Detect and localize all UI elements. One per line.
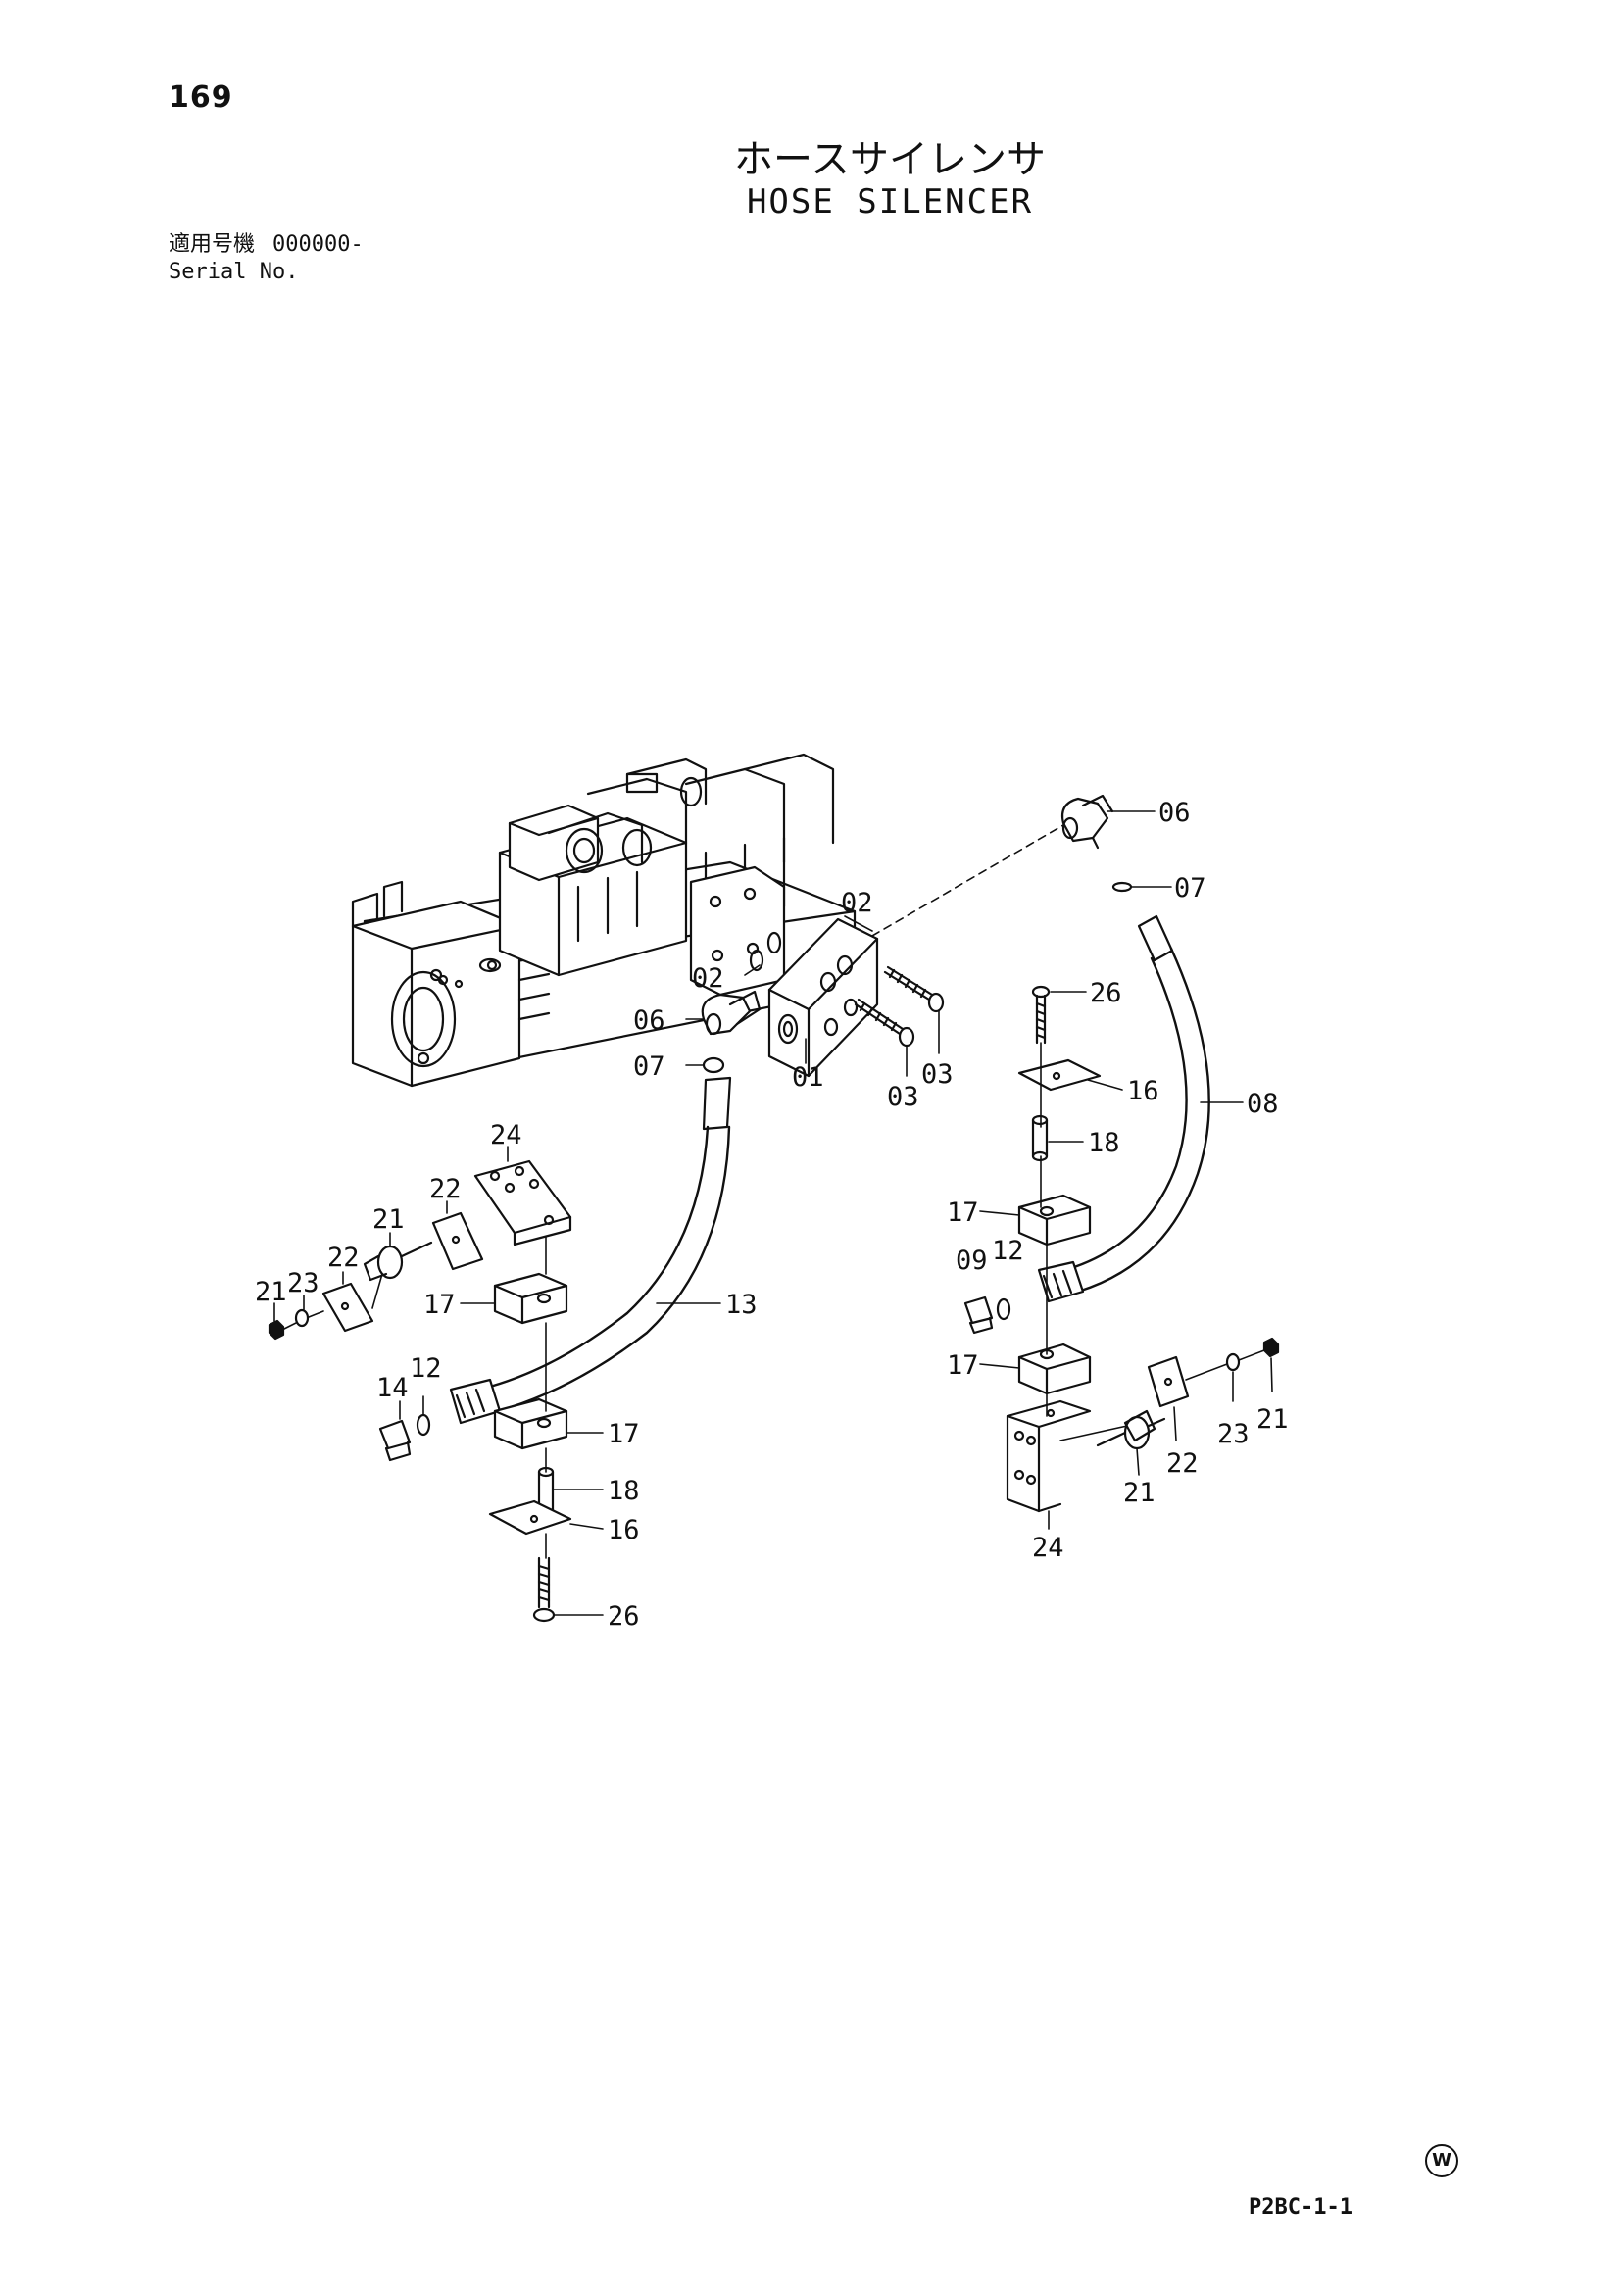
- callout-16-left: 16: [608, 1515, 640, 1545]
- plug-09: [963, 1295, 994, 1335]
- serial-label-en: Serial No.: [169, 260, 299, 284]
- callout-17-left-b: 17: [608, 1419, 640, 1449]
- o-ring-07-left: [702, 1056, 725, 1074]
- elbow-fitting-06-top: [1060, 794, 1114, 850]
- callout-07-left: 07: [633, 1051, 665, 1082]
- callout-23-right: 23: [1217, 1419, 1250, 1449]
- callout-21-right-a: 21: [1256, 1404, 1289, 1435]
- o-ring-02-b: [749, 949, 764, 972]
- callout-24-right: 24: [1032, 1533, 1064, 1563]
- serial-value: 000000-: [272, 232, 364, 257]
- hose-13: [449, 1076, 732, 1425]
- callout-13: 13: [725, 1290, 758, 1320]
- callout-21-right-b: 21: [1123, 1478, 1156, 1508]
- washer-23-left: [294, 1308, 310, 1328]
- o-ring-12-right: [996, 1297, 1011, 1321]
- callout-17-right-a: 17: [947, 1197, 979, 1228]
- callout-26-left: 26: [608, 1601, 640, 1632]
- callout-22-left-a: 22: [429, 1174, 462, 1204]
- clamp-17-right-upper: [1017, 1194, 1092, 1246]
- callout-02-a: 02: [841, 888, 873, 918]
- o-ring-02-a: [766, 931, 782, 954]
- serial-label-jp: 適用号機: [169, 232, 256, 257]
- callout-12-left: 12: [410, 1353, 442, 1384]
- plate-22-right-hole: [1163, 1377, 1173, 1387]
- callout-06-top: 06: [1158, 798, 1191, 828]
- nut-21-left: [268, 1319, 285, 1341]
- callout-14: 14: [376, 1373, 409, 1403]
- o-ring-07-top: [1111, 881, 1133, 893]
- callout-12-right: 12: [992, 1236, 1024, 1266]
- callout-17-right-b: 17: [947, 1350, 979, 1381]
- rubber-mount-21-right: [1096, 1409, 1166, 1450]
- o-ring-12-left: [416, 1413, 431, 1437]
- callout-03-a: 03: [887, 1082, 919, 1112]
- rubber-mount-21-left: [363, 1241, 433, 1282]
- bolt-26-right: [1031, 985, 1051, 1045]
- title-japanese: ホースサイレンサ: [734, 137, 1046, 182]
- washer-23-right: [1225, 1352, 1241, 1372]
- plate-16-left: [488, 1499, 572, 1536]
- clamp-17-left-upper: [493, 1272, 568, 1325]
- page-number: 169: [169, 80, 233, 115]
- callout-26-right: 26: [1090, 978, 1122, 1008]
- plate-16-right-hole: [1052, 1071, 1061, 1081]
- callout-06-left: 06: [633, 1005, 665, 1036]
- callout-09: 09: [956, 1246, 988, 1276]
- callout-21-left-a: 21: [372, 1204, 405, 1235]
- callout-01: 01: [792, 1062, 824, 1093]
- callout-08: 08: [1247, 1089, 1279, 1119]
- w-circle-mark: W: [1425, 2144, 1458, 2177]
- bracket-24-right: [1006, 1399, 1092, 1513]
- plate-16-left-hole: [529, 1514, 539, 1524]
- callout-23-left: 23: [287, 1268, 320, 1298]
- hose-08: [1037, 914, 1210, 1303]
- figure-code: P2BC-1-1: [1249, 2195, 1352, 2220]
- callout-18-left: 18: [608, 1476, 640, 1506]
- callout-02-b: 02: [692, 963, 724, 994]
- nut-21-right: [1262, 1337, 1280, 1358]
- serial-info: 適用号機 000000- Serial No.: [169, 231, 364, 286]
- plate-22-left-upper-hole: [451, 1235, 461, 1245]
- callout-17-left-a: 17: [423, 1290, 456, 1320]
- callout-22-right: 22: [1166, 1448, 1199, 1479]
- bolt-03-b: [854, 998, 915, 1048]
- bolt-03-a: [883, 965, 945, 1013]
- callout-18-right: 18: [1088, 1128, 1120, 1158]
- silencer-block-01: [767, 917, 879, 1078]
- clamp-17-left-lower: [493, 1397, 568, 1450]
- bracket-24-left: [473, 1159, 572, 1246]
- plate-22-right: [1147, 1355, 1190, 1408]
- title-english: HOSE SILENCER: [746, 182, 1034, 221]
- callout-16-right: 16: [1127, 1076, 1159, 1106]
- elbow-fitting-06-left: [701, 990, 762, 1036]
- plug-14: [378, 1419, 412, 1462]
- clamp-17-right-lower: [1017, 1343, 1092, 1395]
- callout-22-left-b: 22: [327, 1243, 360, 1273]
- bolt-26-left: [532, 1556, 556, 1623]
- callout-07-top: 07: [1174, 873, 1206, 904]
- callout-03-b: 03: [921, 1059, 954, 1090]
- callout-24-left: 24: [490, 1120, 522, 1150]
- callout-21-left-b: 21: [255, 1277, 287, 1307]
- plate-22-left-lower-hole: [340, 1301, 350, 1311]
- spacer-18-right: [1031, 1114, 1049, 1162]
